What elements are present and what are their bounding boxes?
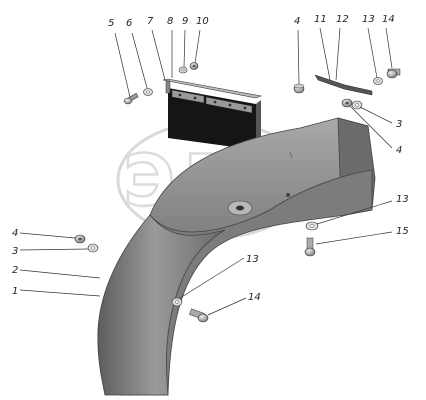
bolt-14-bottom bbox=[189, 308, 209, 323]
washer-13-right bbox=[305, 221, 319, 231]
bolt-5 bbox=[123, 92, 139, 105]
callout-13-bottom: 13 bbox=[246, 254, 259, 265]
washer-6 bbox=[143, 88, 153, 96]
callout-6: 6 bbox=[126, 18, 132, 29]
washer-13-top bbox=[373, 77, 383, 85]
nut-4-top bbox=[293, 83, 305, 94]
callout-13-right: 13 bbox=[396, 194, 409, 205]
bracket-12 bbox=[314, 74, 373, 96]
callout-4-left: 4 bbox=[12, 228, 18, 239]
callout-7: 7 bbox=[147, 16, 154, 27]
callout-14-top: 14 bbox=[382, 14, 395, 25]
callout-4-right: 4 bbox=[396, 145, 402, 156]
callout-5: 5 bbox=[108, 18, 114, 29]
callout-13-top: 13 bbox=[362, 14, 375, 25]
callouts: 5 6 7 8 9 10 4 11 12 13 14 3 4 13 15 4 3… bbox=[12, 14, 409, 303]
nut-10 bbox=[189, 62, 199, 70]
callout-3-left: 3 bbox=[12, 246, 18, 257]
washer-13-bottom bbox=[171, 297, 183, 307]
callout-14-bottom: 14 bbox=[248, 292, 261, 303]
bolt-14-top bbox=[386, 68, 401, 79]
bolt-15 bbox=[304, 237, 316, 257]
nut-4-left bbox=[74, 234, 86, 244]
mudflap bbox=[162, 78, 263, 150]
callout-3-right: 3 bbox=[396, 119, 402, 130]
callout-4-top: 4 bbox=[294, 16, 300, 27]
callout-11: 11 bbox=[314, 14, 327, 25]
callout-9: 9 bbox=[182, 16, 188, 27]
callout-15: 15 bbox=[396, 226, 409, 237]
nut-4-right bbox=[341, 98, 353, 108]
callout-2: 2 bbox=[12, 265, 18, 276]
washer-9 bbox=[178, 66, 188, 74]
callout-12: 12 bbox=[336, 14, 349, 25]
callout-1: 1 bbox=[12, 286, 18, 297]
fender-body bbox=[97, 117, 376, 396]
callout-10: 10 bbox=[196, 16, 209, 27]
washer-3-left bbox=[87, 243, 99, 253]
leader-lines bbox=[19, 27, 393, 316]
washer-3-right bbox=[351, 100, 363, 110]
callout-8: 8 bbox=[167, 16, 173, 27]
